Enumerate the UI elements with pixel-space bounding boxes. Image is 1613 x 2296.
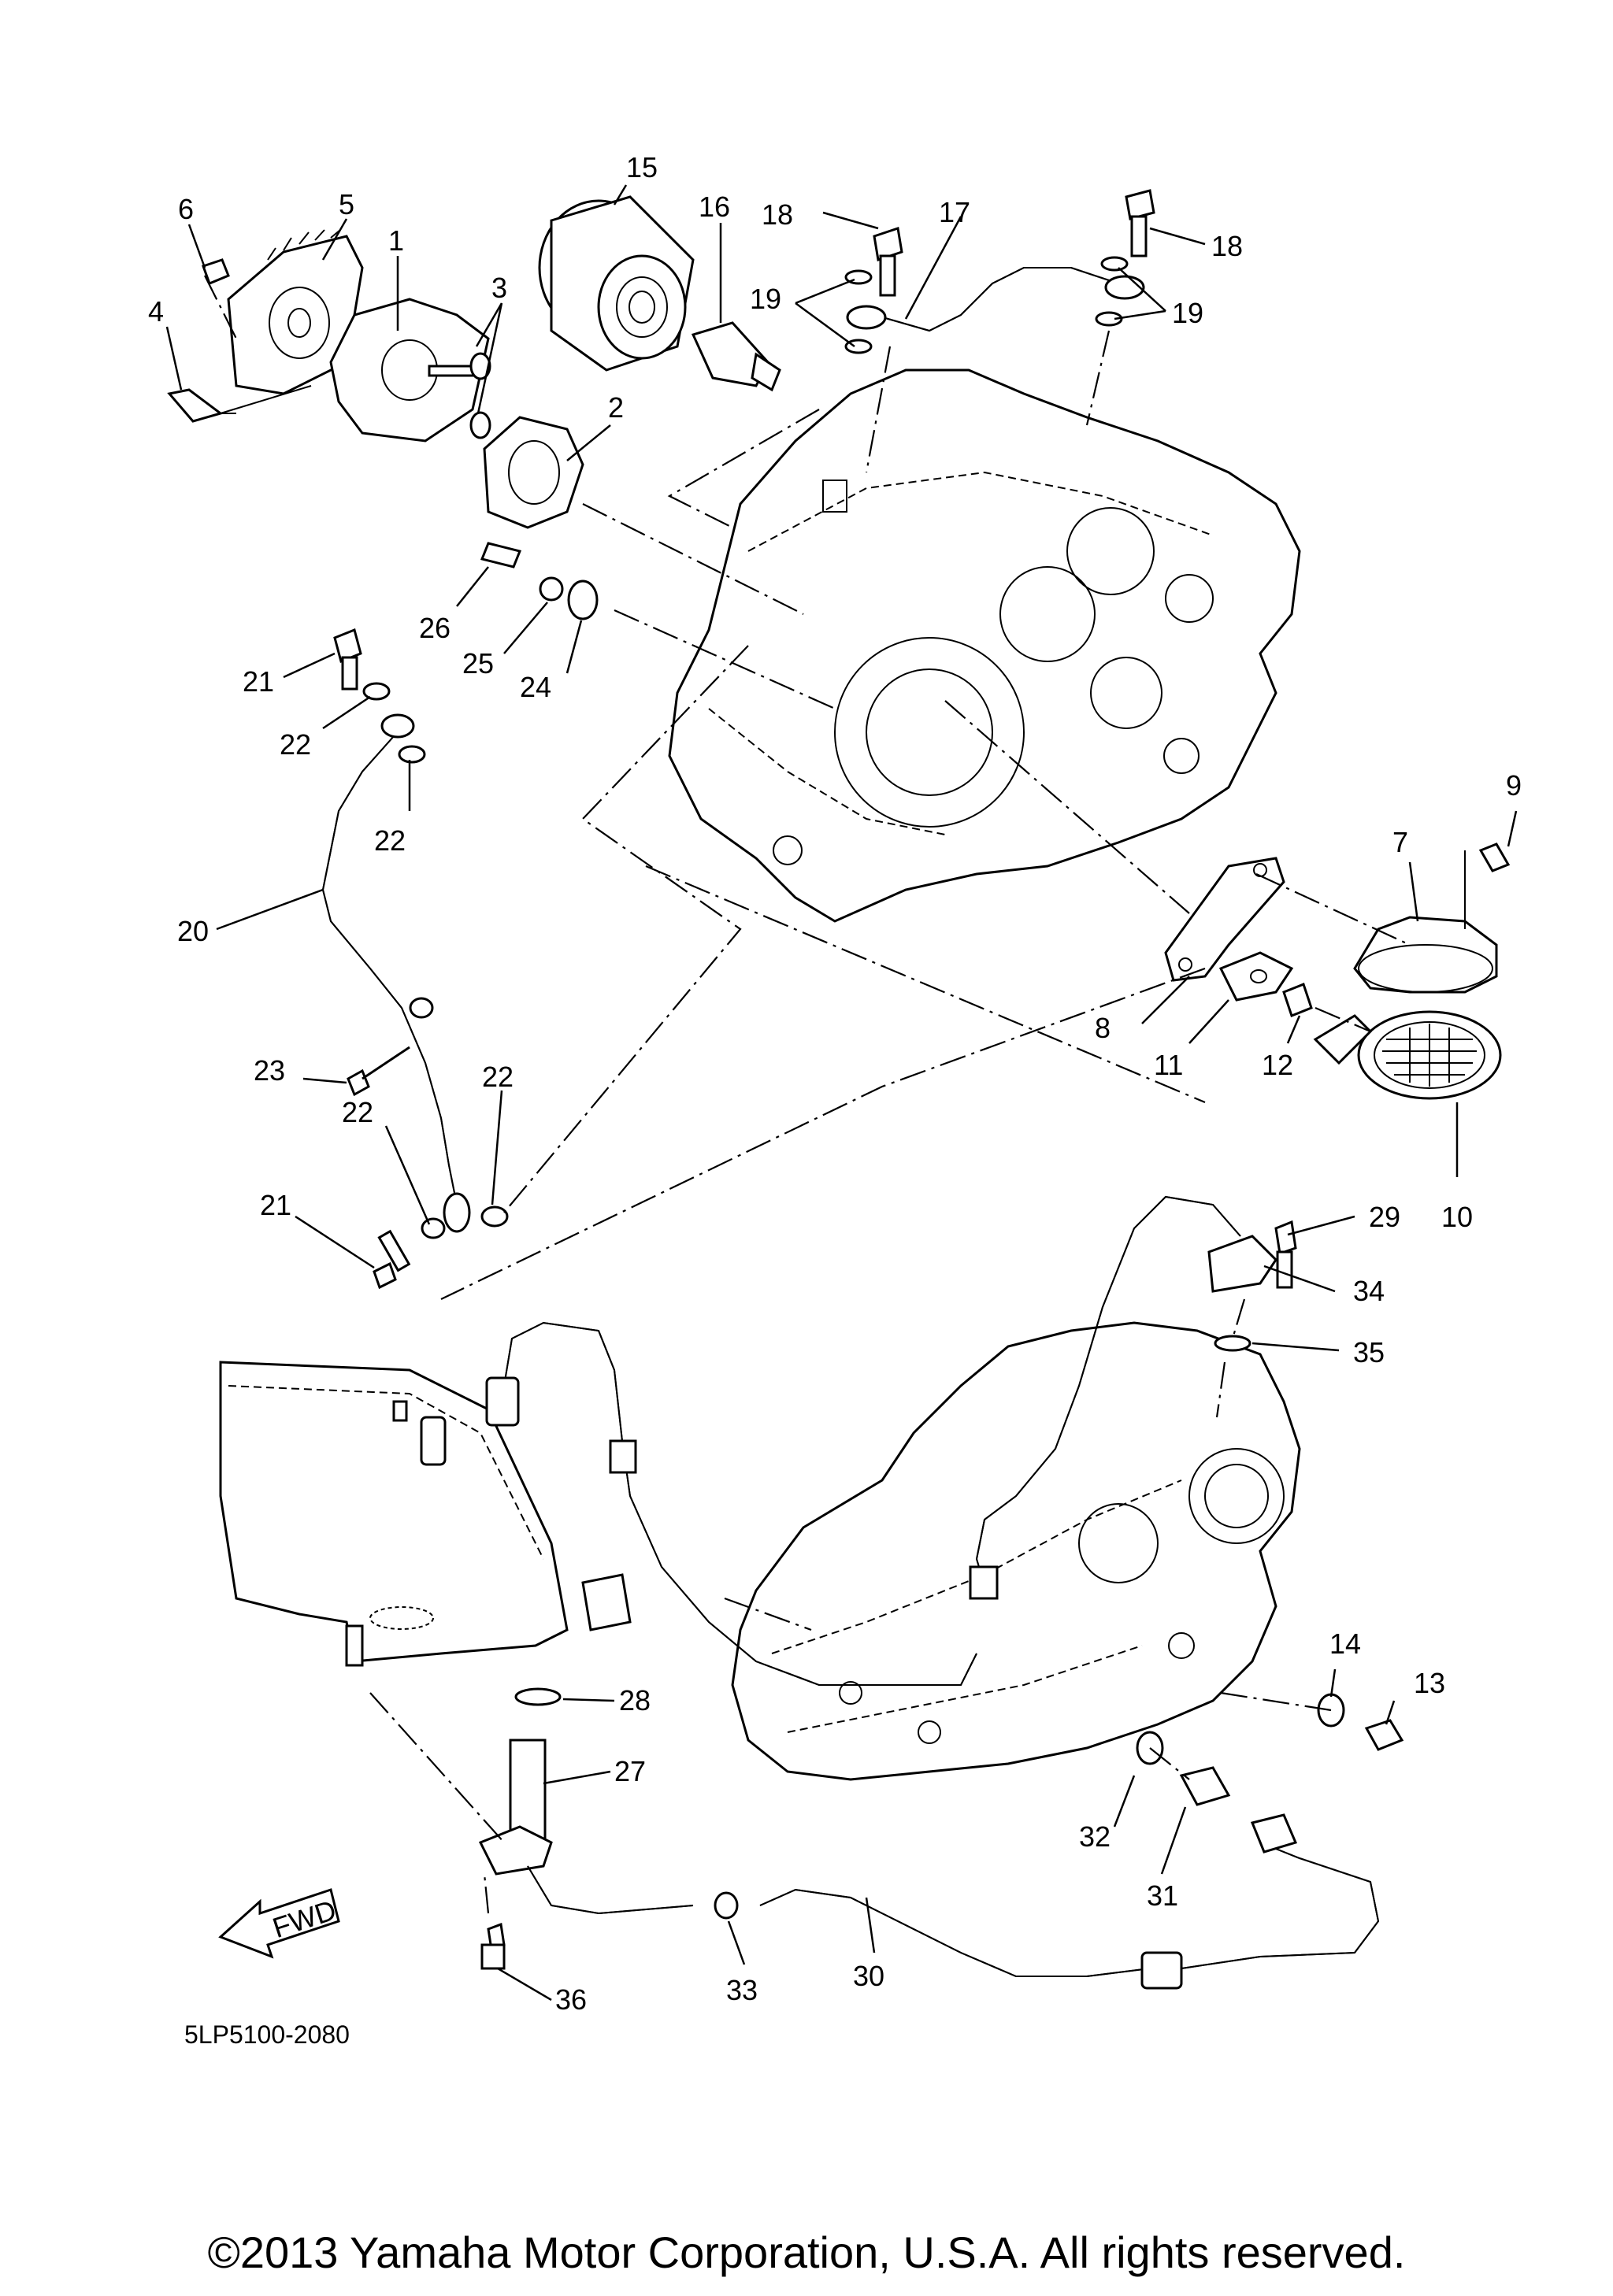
callout-21-top: 21 <box>243 665 274 698</box>
callout-35: 35 <box>1353 1336 1385 1368</box>
tank-to-case-hose <box>485 1321 999 1686</box>
callout-22-a: 22 <box>280 728 311 761</box>
fwd-arrow-icon: FWD <box>218 1888 340 1959</box>
callout-4: 4 <box>148 295 164 328</box>
callout-11: 11 <box>1154 1049 1183 1081</box>
callout-27: 27 <box>614 1755 646 1787</box>
copyright-notice: ©2013 Yamaha Motor Corporation, U.S.A. A… <box>207 2227 1406 2277</box>
callout-12: 12 <box>1262 1049 1293 1081</box>
gasket <box>483 416 584 529</box>
callout-21-bottom: 21 <box>260 1189 291 1221</box>
callout-3: 3 <box>491 272 507 304</box>
fwd-label: FWD <box>269 1894 340 1944</box>
callout-31: 31 <box>1147 1879 1178 1912</box>
callout-17: 17 <box>939 196 970 228</box>
oil-strainer-assembly <box>1164 842 1511 1100</box>
callout-34: 34 <box>1353 1275 1385 1307</box>
callout-19-right: 19 <box>1172 297 1203 329</box>
callout-29: 29 <box>1369 1201 1400 1233</box>
callout-1: 1 <box>388 224 404 257</box>
callout-33: 33 <box>726 1974 758 2006</box>
callout-26: 26 <box>419 612 451 644</box>
callout-24: 24 <box>520 671 551 703</box>
callout-7: 7 <box>1392 826 1408 858</box>
oil-delivery-pipe-side <box>321 628 509 1290</box>
callout-22-c: 22 <box>482 1061 514 1093</box>
oil-tank <box>219 1361 632 1667</box>
callout-19-left: 19 <box>750 283 781 315</box>
callout-32: 32 <box>1079 1820 1111 1853</box>
callout-22-d: 22 <box>342 1096 373 1128</box>
callout-18-left: 18 <box>762 198 793 231</box>
callout-20: 20 <box>177 915 209 947</box>
callout-22-b: 22 <box>374 824 406 857</box>
oil-pipe-to-case <box>975 1195 1297 1599</box>
callout-6: 6 <box>178 193 194 225</box>
callout-36: 36 <box>555 1983 587 2016</box>
callout-18-right: 18 <box>1211 230 1243 262</box>
reference-code: 5LP5100-2080 <box>184 2020 350 2049</box>
callout-23: 23 <box>254 1054 285 1087</box>
callout-8: 8 <box>1095 1012 1111 1044</box>
upper-crankcase <box>668 368 1301 923</box>
callout-15: 15 <box>626 151 658 183</box>
callout-14: 14 <box>1329 1628 1361 1660</box>
oil-return-assembly <box>478 1687 1404 1990</box>
callout-leaders <box>165 184 1518 2002</box>
callout-16: 16 <box>699 191 730 223</box>
oil-pressure-switch <box>691 321 781 392</box>
callout-2: 2 <box>608 391 624 424</box>
callout-numbers: 1 2 3 4 5 6 7 8 9 10 11 12 13 14 15 16 1… <box>148 151 1522 2016</box>
callout-30: 30 <box>853 1960 884 1992</box>
oil-pump-assembly <box>167 229 491 443</box>
callout-25: 25 <box>462 647 494 680</box>
assembly-lines <box>204 275 1411 1914</box>
callout-10: 10 <box>1441 1201 1473 1233</box>
callout-5: 5 <box>339 188 354 220</box>
callout-13: 13 <box>1414 1667 1445 1699</box>
oil-delivery-pipe-upper <box>844 189 1155 354</box>
lower-crankcase <box>731 1321 1301 1781</box>
oil-filter <box>538 195 695 372</box>
relief-valve-parts <box>480 542 599 620</box>
callout-9: 9 <box>1506 769 1522 802</box>
callout-28: 28 <box>619 1684 651 1716</box>
